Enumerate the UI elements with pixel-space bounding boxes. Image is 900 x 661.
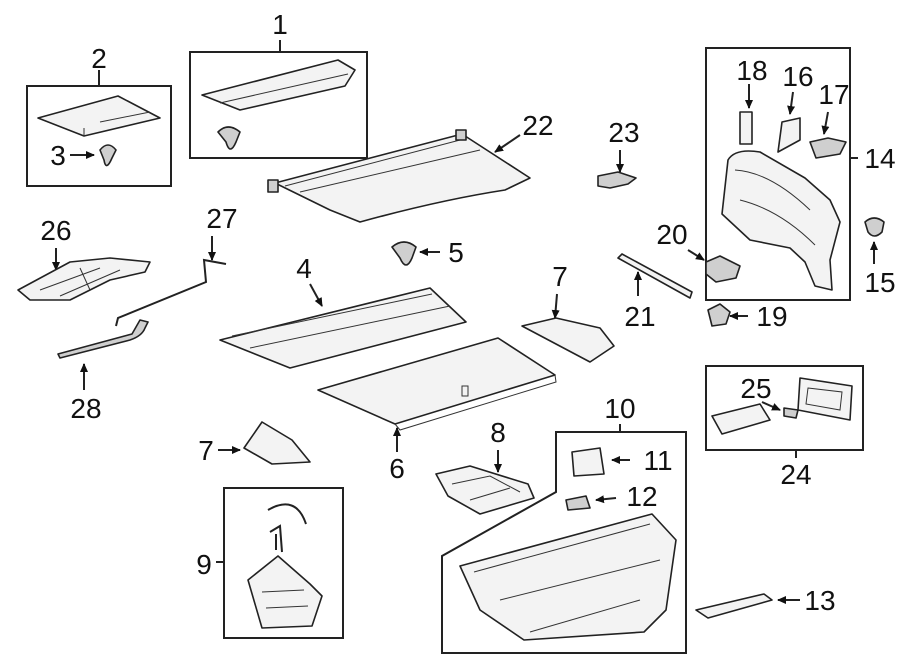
strap-9 [267, 503, 307, 525]
callout-group-23: 23 [597, 117, 640, 189]
clip-12 [565, 495, 591, 511]
callout-4: 4 [296, 253, 312, 284]
trim-panel-1 [201, 59, 356, 111]
nut-19 [707, 303, 731, 327]
side-trim-14 [721, 150, 841, 291]
callout-group-26: 26 [17, 215, 151, 301]
side-cover-7a [521, 317, 615, 363]
lamp-24 [711, 403, 771, 435]
group-box-10 [441, 431, 687, 654]
callout-21: 21 [624, 301, 655, 332]
bulb-25 [783, 407, 799, 419]
group-box-24 [705, 365, 864, 451]
callout-23: 23 [608, 117, 639, 148]
callout-12: 12 [626, 481, 657, 512]
callout-group-28: 28 [57, 319, 149, 424]
callout-17: 17 [818, 79, 849, 110]
callout-20: 20 [656, 219, 687, 250]
group-box-14 [705, 47, 851, 301]
holder-8 [435, 465, 535, 515]
callout-14: 14 [864, 143, 895, 174]
callout-group-7a: 7 [521, 261, 615, 363]
trim-13 [695, 593, 773, 619]
callout-13: 13 [804, 585, 835, 616]
callout-18: 18 [736, 55, 767, 86]
callout-28: 28 [70, 393, 101, 424]
bracket-16 [777, 117, 801, 153]
clip-3 [99, 144, 117, 167]
strap-21 [617, 253, 693, 299]
callout-group-19: 19 [707, 301, 788, 332]
callout-16: 16 [782, 61, 813, 92]
callout-7a: 7 [552, 261, 568, 292]
callout-24: 24 [780, 459, 811, 490]
callout-27: 27 [206, 203, 237, 234]
jack-26 [17, 257, 151, 301]
wrench-28 [57, 319, 149, 359]
pad-18 [739, 111, 753, 145]
callout-9: 9 [196, 549, 212, 580]
callout-19: 19 [756, 301, 787, 332]
callout-group-8: 8 [435, 417, 535, 515]
housing-24 [797, 377, 853, 421]
clip-5 [391, 241, 417, 266]
fastener-20 [705, 255, 741, 283]
callout-group-5: 5 [391, 237, 464, 268]
callout-group-6: 6 [317, 337, 557, 484]
callout-group-15: 15 [864, 217, 896, 298]
jack-handle-27 [115, 258, 227, 327]
group-box-1 [189, 51, 368, 159]
callout-group-20: 20 [656, 219, 741, 283]
callout-22: 22 [522, 110, 553, 141]
callout-11: 11 [643, 445, 672, 476]
nut-15 [864, 217, 885, 237]
callout-group-22: 22 [267, 110, 554, 223]
callout-group-14: 14 18 16 17 [705, 47, 896, 301]
pad-11 [571, 447, 605, 477]
callout-group-4: 4 [219, 253, 467, 369]
callout-5: 5 [448, 237, 464, 268]
bolt-17 [809, 137, 847, 159]
callout-15: 15 [864, 267, 895, 298]
callout-1: 1 [272, 9, 288, 40]
storage-tub-10 [459, 513, 677, 641]
callout-group-10: 10 11 12 [441, 393, 687, 654]
callout-group-9: 9 [196, 487, 344, 639]
callout-8: 8 [490, 417, 506, 448]
callout-6: 6 [389, 453, 405, 484]
callout-10: 10 [604, 393, 635, 424]
callout-2: 2 [91, 43, 107, 74]
callout-7b: 7 [198, 435, 214, 466]
side-cover-7b [243, 421, 311, 465]
callout-3: 3 [50, 140, 66, 171]
tray-9 [247, 555, 323, 629]
callout-group-21: 21 [617, 253, 693, 332]
callout-group-27: 27 [115, 203, 238, 327]
callout-26: 26 [40, 215, 71, 246]
callout-group-24: 24 25 [705, 365, 864, 490]
callout-25: 25 [740, 373, 771, 404]
callout-group-1: 1 [189, 9, 368, 159]
clip-1 [217, 126, 241, 150]
callout-group-2: 2 3 [26, 43, 172, 187]
tonneau-cover-22 [274, 133, 531, 223]
hook-23 [597, 171, 637, 189]
trim-panel-2 [37, 95, 161, 137]
callout-group-7b: 7 [198, 421, 311, 466]
callout-group-13: 13 [695, 585, 836, 619]
